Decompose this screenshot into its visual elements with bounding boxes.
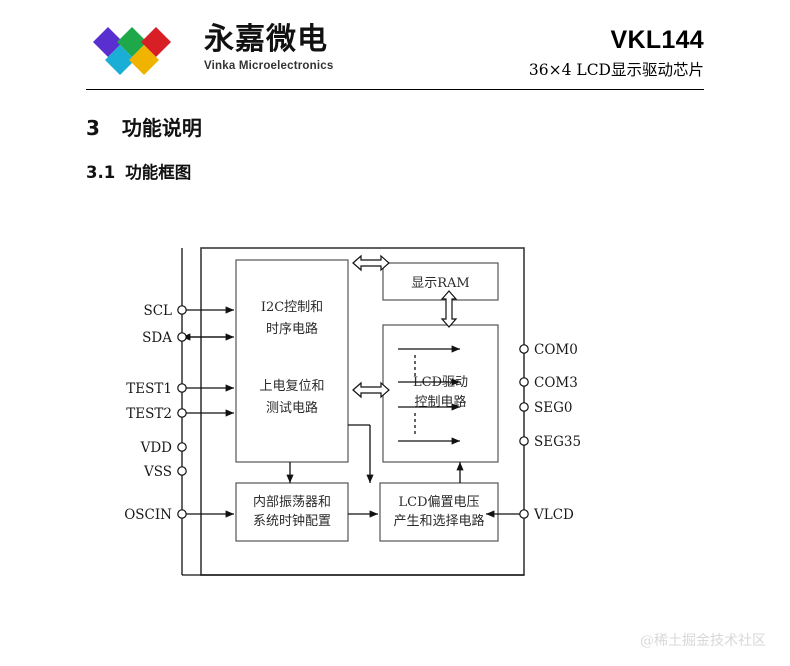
pin-test2: TEST2 [126,406,187,422]
logo-diamonds-icon [93,27,171,75]
pin-label-test2: TEST2 [126,406,172,422]
pin-terminal-vss [177,466,187,476]
pin-vss: VSS [143,464,187,480]
pin-terminal-test2 [177,408,187,418]
pin-terminal-oscin [177,509,187,519]
logo-diamond-yellow [129,45,159,75]
block-label-por-line2: 测试电路 [266,400,318,416]
pin-com0: COM0 [519,342,578,358]
block-rect-osc [235,482,349,542]
pin-terminal-seg35 [519,436,529,446]
logo-diamond-cyan [105,45,135,75]
block-label-por-line1: 上电复位和 [259,379,324,394]
pin-label-scl: SCL [143,303,172,319]
pin-terminal-vdd [177,442,187,452]
pin-terminal-test1 [177,383,187,393]
block-label-i2c-line2: 时序电路 [266,321,318,337]
pin-label-vss: VSS [143,464,172,480]
subsection-title: 功能框图 [125,163,192,182]
pin-terminal-seg0 [519,402,529,412]
pin-label-vdd: VDD [140,440,173,456]
pin-scl: SCL [143,303,187,319]
pin-vlcd: VLCD [519,507,574,523]
pin-label-com3: COM3 [534,375,578,391]
pin-sda: SDA [142,330,187,346]
block-rect-i2c [235,259,349,463]
pin-label-seg35: SEG35 [534,434,581,450]
logo-wordmark: 永嘉微电 Vinka Microelectronics [204,22,394,72]
section-number: 3 [86,116,100,140]
logo-english-name: Vinka Microelectronics [204,60,334,72]
pin-seg0: SEG0 [519,400,572,416]
company-logo: 永嘉微电 Vinka Microelectronics [86,22,386,84]
pin-terminal-sda [177,332,187,342]
double-arrow-por-lcd [352,381,390,399]
header-divider [86,89,704,90]
block-label-osc-line2: 系统时钟配置 [253,513,331,529]
pin-label-test1: TEST1 [126,381,172,397]
block-label-ram-line1: 显示RAM [411,276,470,291]
pin-terminal-com0 [519,344,529,354]
page-header: 永嘉微电 Vinka Microelectronics VKL144 36×4 … [0,0,790,98]
part-number: VKL144 [610,26,704,54]
pin-test1: TEST1 [126,381,187,397]
pin-label-com0: COM0 [534,342,578,358]
block-rect-lcd [382,324,499,463]
pin-com3: COM3 [519,375,578,391]
block-rect-ram [382,262,499,301]
pin-seg35: SEG35 [519,434,581,450]
pin-label-vlcd: VLCD [533,507,574,523]
logo-chinese-name: 永嘉微电 [204,22,328,57]
block-label-bias-line2: 产生和选择电路 [393,513,484,529]
watermark: @稀土掘金技术社区 [640,633,766,649]
pin-terminal-com3 [519,377,529,387]
part-subtitle: 36×4 LCD显示驱动芯片 [528,61,704,79]
pin-vdd: VDD [140,440,187,456]
subsection-number: 3.1 [86,163,116,182]
double-arrow-i2c-ram [352,254,390,272]
pin-label-sda: SDA [142,330,172,346]
block-label-bias-line1: LCD偏置电压 [398,495,479,510]
pin-label-seg0: SEG0 [534,400,572,416]
block-diagram-svg: I2C控制和时序电路上电复位和测试电路显示RAMLCD驱动控制电路内部振荡器和系… [124,247,581,576]
diagram-block-ram: 显示RAM [382,262,499,301]
pin-terminal-vlcd [519,509,529,519]
pin-oscin: OSCIN [124,507,187,523]
pin-label-oscin: OSCIN [124,507,172,523]
block-label-i2c-line1: I2C控制和 [261,300,323,315]
section-heading: 3 功能说明 [86,112,202,141]
double-arrow-ram-lcd [440,290,458,328]
subsection-heading: 3.1 功能框图 [86,159,191,183]
block-label-osc-line1: 内部振荡器和 [253,494,331,510]
block-rect-bias [379,482,499,542]
section-title: 功能说明 [121,116,202,140]
pin-terminal-scl [177,305,187,315]
